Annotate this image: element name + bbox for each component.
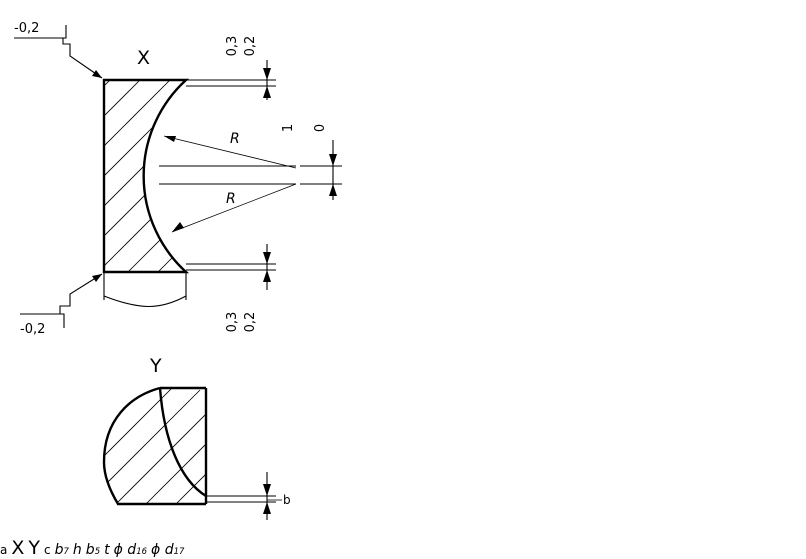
radius-label-lower: R xyxy=(226,191,236,207)
radius-leader-lower xyxy=(171,183,297,233)
technical-drawing: R R X -0,2 -0,2 0,3 0,2 0,3 0,2 1 0 xyxy=(14,21,342,520)
dim-d17-line: ϕ d17 xyxy=(151,541,184,558)
dim-h: h xyxy=(72,542,82,558)
detail-x-hatching xyxy=(104,80,186,272)
center-offset-bottom: 0 xyxy=(313,124,328,132)
detail-x-view: R R X -0,2 -0,2 0,3 0,2 0,3 0,2 1 0 xyxy=(14,21,342,337)
radius-label-upper: R xyxy=(230,131,240,147)
view-label-y: Y xyxy=(149,355,162,377)
dim-b5-line: b5 t ϕ d16 ϕ d17 xyxy=(86,541,185,558)
label-a: a xyxy=(0,543,8,557)
leader-c: c b7 h b5 t ϕ d16 ϕ d17 xyxy=(44,541,184,558)
angle-arc-a: a xyxy=(0,541,11,558)
dim-d16-line: t ϕ d16 ϕ d17 xyxy=(104,541,184,558)
view-label-x: X xyxy=(137,47,150,69)
side-view-outline: a xyxy=(0,541,11,558)
label-b: b xyxy=(283,493,291,507)
side-view-centerline: a xyxy=(0,541,11,558)
detail-x-circle: X Y c b7 h b5 t ϕ d16 xyxy=(11,537,184,559)
dim-b7-line: b7 h b5 t ϕ d16 ϕ d17 xyxy=(55,541,185,558)
angle-line: a xyxy=(0,541,11,558)
dim-b7: b7 xyxy=(55,542,69,558)
dim-d16: ϕ d16 xyxy=(114,542,147,558)
side-view: a xyxy=(0,541,11,558)
detail-y-inner-curve xyxy=(158,387,207,498)
dim-b5: b5 xyxy=(86,542,100,558)
dim-b7-main: b xyxy=(54,542,64,558)
drawing-canvas: R R X -0,2 -0,2 0,3 0,2 0,3 0,2 1 0 xyxy=(14,21,342,520)
dim-t: t xyxy=(104,542,110,558)
section-top-profile: X Y c b7 h b5 t ϕ d16 xyxy=(11,537,184,559)
bevel-upper-top: 0,3 xyxy=(225,36,240,57)
bevel-lower-bottom: 0,2 xyxy=(243,312,258,333)
dim-b5-main: b xyxy=(85,542,95,558)
dim-d17: ϕ d17 xyxy=(151,542,184,558)
bevel-upper-bottom: 0,2 xyxy=(243,36,258,57)
detail-x-lower-edges xyxy=(103,272,187,300)
center-offset-top: 1 xyxy=(281,124,296,132)
detail-x-outline xyxy=(102,78,190,274)
label-c: c xyxy=(44,543,51,557)
section-label-x: X xyxy=(11,537,25,559)
bevel-lower-top: 0,3 xyxy=(225,312,240,333)
dim-d17-sub: 17 xyxy=(173,547,185,557)
section-view: X Y c b7 h b5 t ϕ d16 xyxy=(11,537,184,559)
detail-y-circle: Y c b7 h b5 t ϕ d16 ϕ d17 xyxy=(28,537,184,559)
detail-y-outer-arc xyxy=(102,386,206,506)
dim-h-line: h b5 t ϕ d16 ϕ d17 xyxy=(73,541,185,558)
dim-d16-prefix: ϕ d xyxy=(113,542,137,558)
section-label-y: Y xyxy=(28,537,40,559)
detail-y-flat-edges xyxy=(160,386,208,504)
detail-y-view: Y b xyxy=(102,355,291,520)
dim-b5-sub: 5 xyxy=(94,547,101,557)
flat-callout-upper xyxy=(14,25,103,79)
flat-tolerance-upper: -0,2 xyxy=(14,21,39,36)
dim-b7-sub: 7 xyxy=(63,547,69,557)
detail-x-lower-arc xyxy=(103,295,187,308)
dim-d17-prefix: ϕ d xyxy=(151,542,174,558)
flat-callout-lower xyxy=(20,273,103,328)
dim-d16-sub: 16 xyxy=(136,547,148,557)
section-centerline: X Y c b7 h b5 t ϕ d16 xyxy=(11,537,184,559)
section-bottom-profile: X Y c b7 h b5 t ϕ d16 xyxy=(11,537,184,559)
flat-tolerance-lower: -0,2 xyxy=(20,322,45,337)
radius-leader-upper xyxy=(163,135,297,169)
